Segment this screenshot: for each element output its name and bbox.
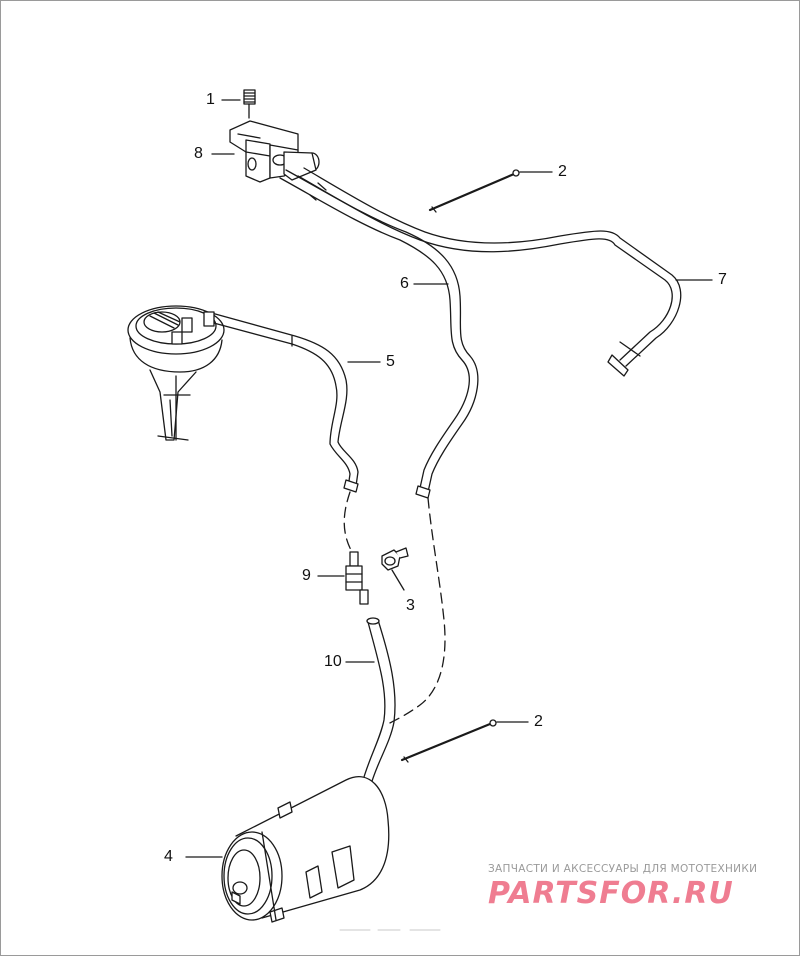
- callout-10: 10: [324, 653, 342, 670]
- leader-3: [391, 569, 405, 591]
- callout-5: 5: [386, 353, 395, 370]
- callout-7: 7: [718, 271, 727, 288]
- watermark-caption: ЗАПЧАСТИ И АКСЕССУАРЫ ДЛЯ МОТОТЕХНИКИ: [488, 863, 758, 875]
- valve-part-8: [230, 121, 319, 182]
- callout-3: 3: [406, 597, 415, 614]
- hose-part-5: [204, 312, 358, 492]
- callout-6: 6: [400, 275, 409, 292]
- fuel-pump-assembly: [128, 306, 224, 440]
- watermark-logo: PARTSFOR.RU: [488, 876, 734, 911]
- callout-1: 1: [206, 91, 215, 108]
- hose-part-7: [298, 168, 681, 376]
- callout-2-lower: 2: [534, 713, 543, 730]
- callout-8: 8: [194, 145, 203, 162]
- canister-part-4: [222, 777, 389, 922]
- routing-dashed-lines: [343, 491, 446, 725]
- cable-tie-part-2-lower: [402, 720, 496, 762]
- hose-part-6: [280, 170, 478, 498]
- callout-9: 9: [302, 567, 311, 584]
- hose-part-10: [362, 618, 395, 788]
- callout-2-upper: 2: [558, 163, 567, 180]
- screw-part-1: [244, 90, 255, 118]
- check-valve-part-9: [346, 552, 368, 604]
- callout-4: 4: [164, 848, 173, 865]
- clamp-part-3: [382, 548, 408, 570]
- cable-tie-part-2-upper: [430, 170, 519, 212]
